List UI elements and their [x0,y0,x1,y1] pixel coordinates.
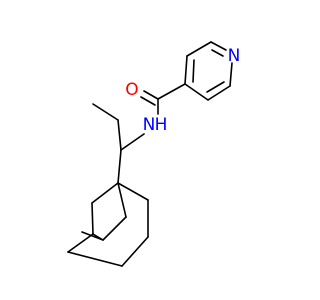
amide-nitrogen-atom-label: N [143,115,156,135]
adamantane-bond [102,216,127,241]
adamantane-bond [67,251,123,267]
adamantane-bond [91,202,94,235]
ring-bond-to-n [210,41,227,51]
adamantane-bond [117,182,149,201]
carbonyl-double-bond [143,90,159,100]
adamantane-bond [121,236,149,267]
ring-bond-inner [192,59,195,83]
ethyl-bond [117,119,122,151]
adamantane-bond [81,231,104,241]
ring-bond-inner [211,49,224,57]
ring-bond [186,41,212,57]
adamantane-bond [117,182,127,218]
oxygen-atom-label: O [125,80,138,100]
ring-to-carbonyl-bond [157,83,186,100]
ring-bond [207,85,231,101]
adamantane-bond [67,233,94,253]
ring-bond [184,83,209,101]
ethyl-bond [92,103,119,121]
adamantane-bond [91,182,119,204]
amide-hydrogen-atom-label: H [155,115,168,135]
structure-drawing: O N H N [67,41,241,267]
ch-to-adamantane-bond [117,149,122,184]
bond-lines [67,41,233,267]
pyridine-nitrogen-atom-label: N [228,46,241,66]
ring-bond-inner [206,81,225,93]
carbonyl-double-bond [140,96,156,106]
n-to-ch-bond [120,133,145,151]
ring-bond-to-n [229,62,233,87]
ring-bond [184,55,188,85]
molecule-canvas: O N H N [67,41,241,267]
